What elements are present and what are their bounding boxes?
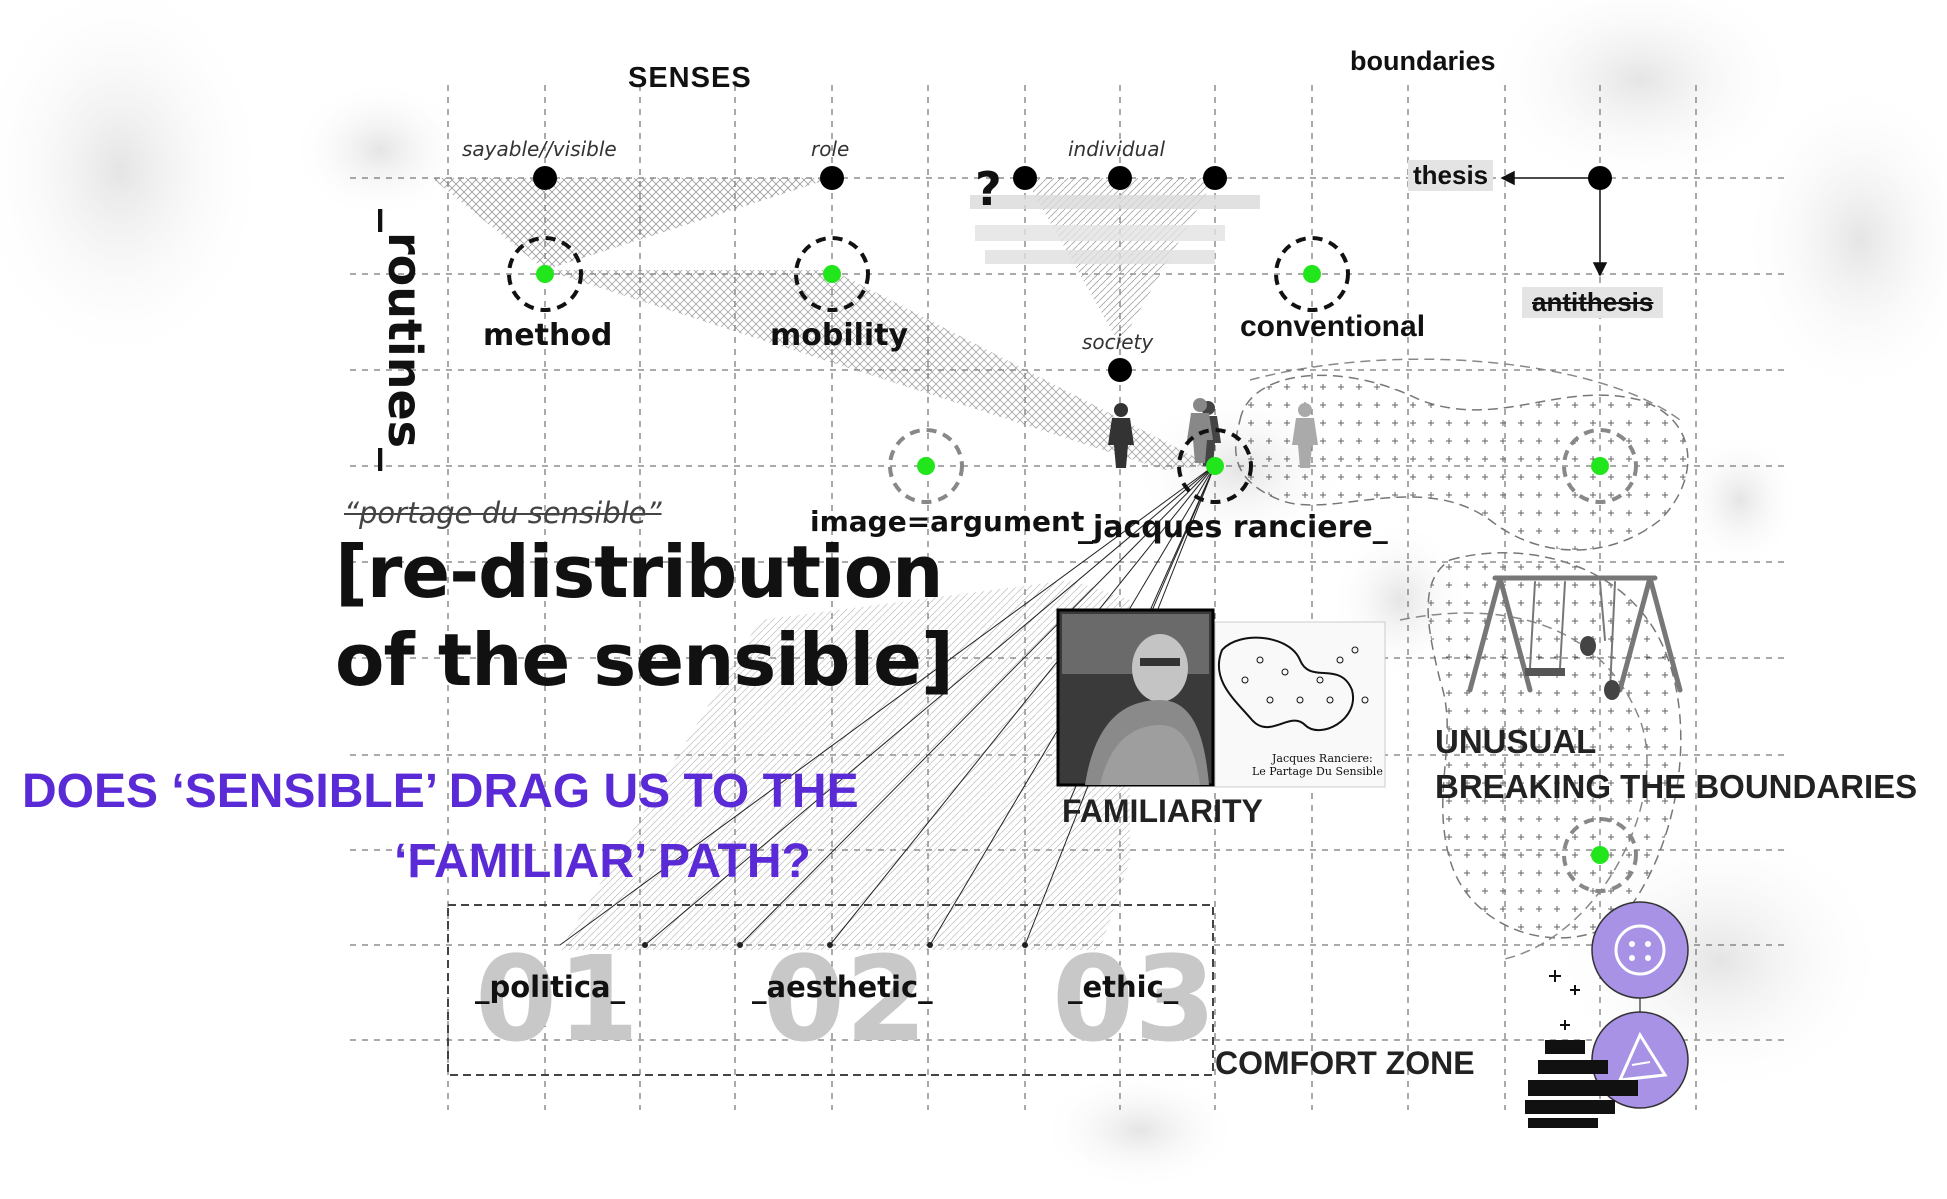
items-dashed-box (447, 904, 1214, 1076)
thesis-label: thesis (1408, 160, 1494, 191)
book-author: Jacques Ranciere: (1272, 752, 1373, 765)
book-cover (1214, 621, 1386, 788)
hatch-connector-senses (432, 178, 832, 270)
mobility-label: mobility (770, 318, 909, 353)
item-number: 03 (1052, 930, 1217, 1068)
thesis-arrows (1500, 170, 1608, 277)
routines-heading: _routines_ (378, 208, 432, 472)
unusual-zone-blob-2 (1427, 552, 1682, 939)
jacques-ranciere-label: _jacques ranciere_ (1078, 510, 1388, 545)
unusual-zone-blob (1234, 374, 1689, 551)
question-line-2: ‘FAMILIAR’ PATH? (394, 835, 811, 888)
question-line-1: DOES ‘SENSIBLE’ DRAG US TO THE (22, 765, 859, 818)
individual-label: individual (1068, 137, 1166, 161)
senses-heading: SENSES (628, 62, 752, 94)
hatch-fan-area (560, 580, 1130, 950)
familiarity-label: FAMILIARITY (1062, 793, 1263, 829)
role-label: role (811, 137, 850, 161)
zone-contour-2 (1249, 358, 1681, 421)
fan-lines (559, 464, 1216, 946)
conventional-label: conventional (1240, 310, 1426, 343)
item-label: _politica_ (475, 970, 626, 1004)
method-label: method (483, 318, 613, 353)
title-line-1: [re-distribution (335, 530, 943, 614)
boundaries-heading: boundaries (1350, 46, 1496, 76)
book-title: Le Partage Du Sensible (1252, 765, 1383, 778)
glyph-pile (1525, 970, 1638, 1128)
breaking-boundaries-label: BREAKING THE BOUNDARIES (1435, 768, 1918, 805)
purple-icons (1591, 901, 1689, 1109)
item-number: 02 (763, 930, 928, 1068)
sayable-visible-label: sayable//visible (462, 137, 617, 161)
green-nodes (507, 236, 1638, 893)
image-argument-label: image=argument (810, 505, 1085, 538)
item-label: _ethic_ (1068, 970, 1179, 1004)
title-line-2: of the sensible] (335, 618, 954, 702)
people-silhouettes (1108, 398, 1318, 468)
unusual-label: UNUSUAL (1435, 723, 1597, 760)
item-number: 01 (475, 930, 640, 1068)
portage-strike-text: “portage du sensible” (344, 496, 662, 530)
comfort-zone-label: COMFORT ZONE (1215, 1045, 1475, 1081)
antithesis-label: antithesis (1522, 287, 1664, 318)
ranciere-portrait (1056, 608, 1215, 787)
fan-line-ends (642, 942, 1028, 948)
black-nodes (533, 166, 1612, 382)
society-label: society (1082, 330, 1154, 354)
hatch-connector-method-ranciere (545, 270, 1210, 470)
swing-set-illustration (1467, 575, 1683, 700)
question-mark: ? (975, 162, 1002, 216)
item-label: _aesthetic_ (752, 970, 933, 1004)
